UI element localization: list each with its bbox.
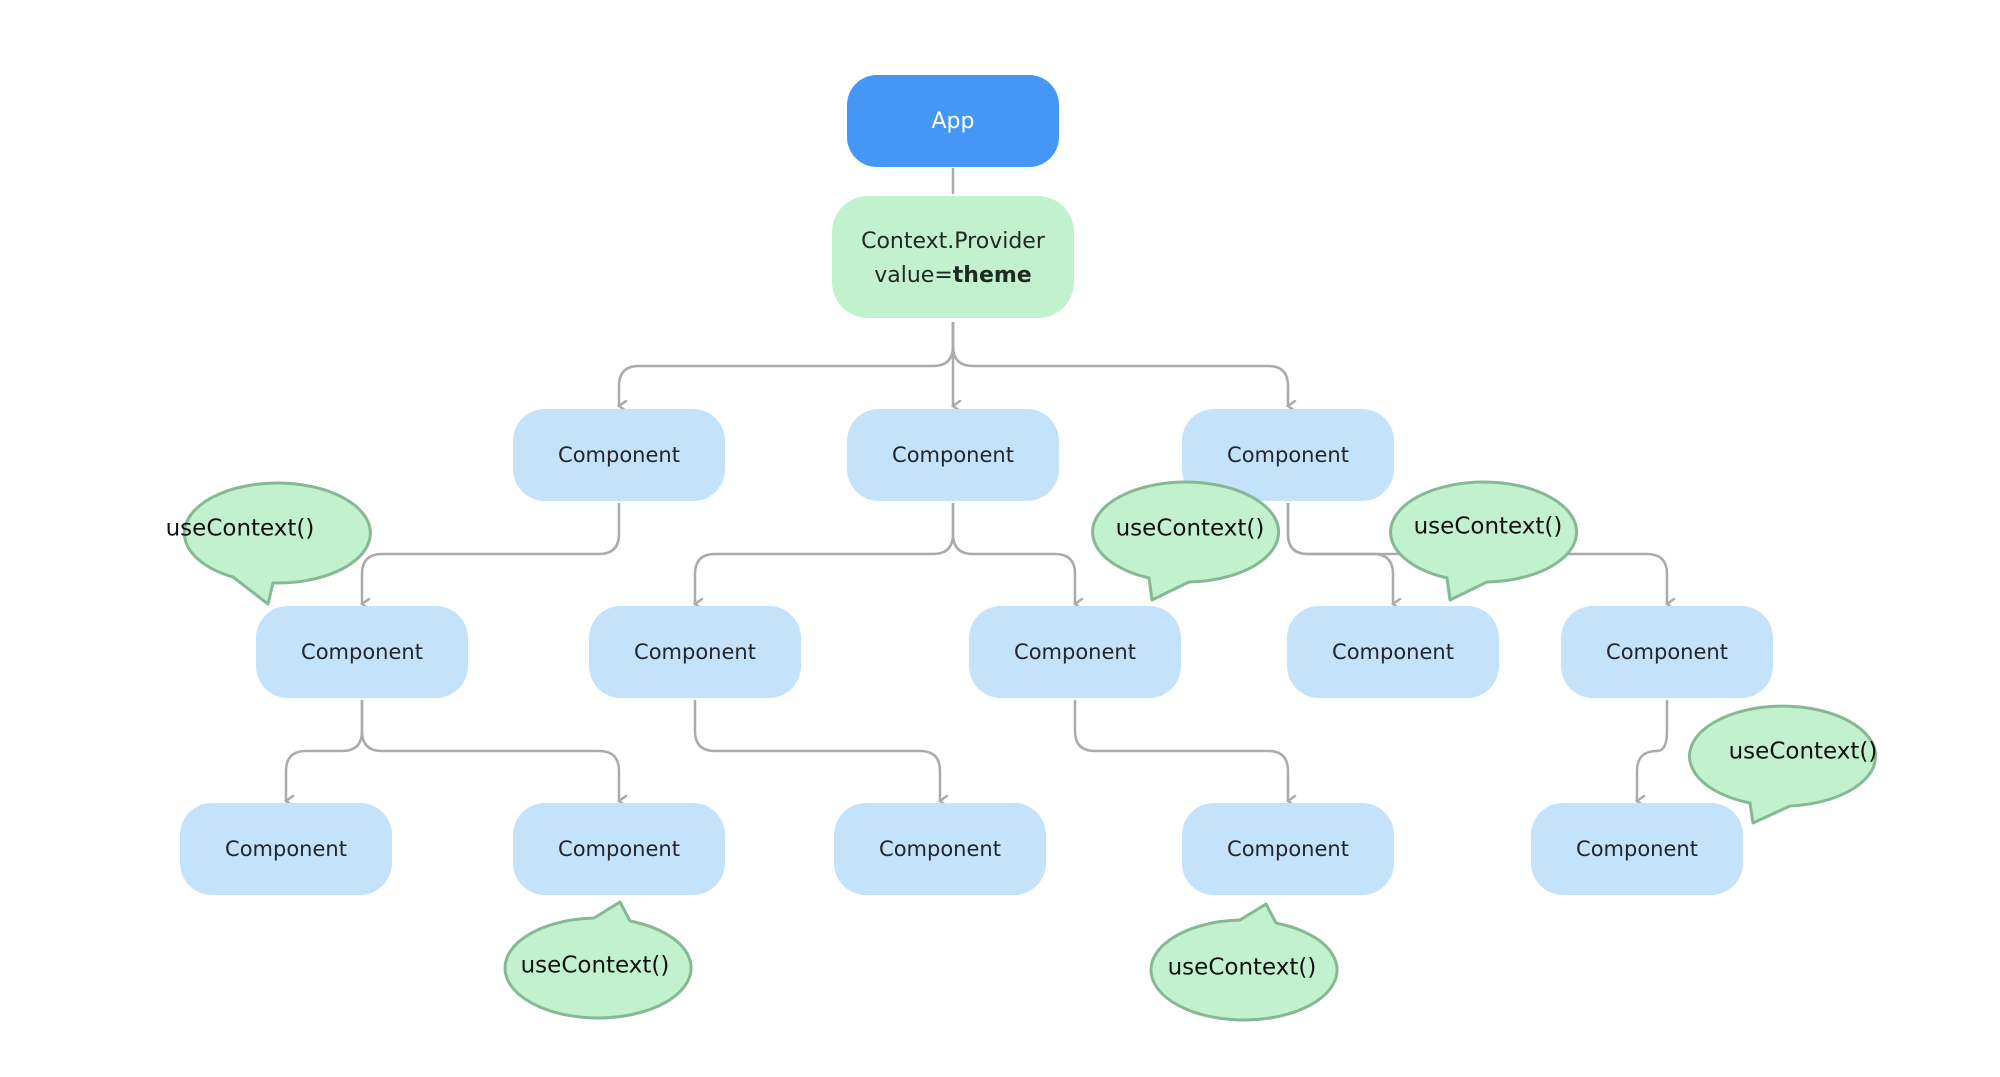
usecontext-bubble: useContext() bbox=[1688, 704, 1878, 825]
component-label: Component bbox=[1332, 640, 1454, 664]
component-node: Component bbox=[834, 803, 1046, 895]
usecontext-label: useContext() bbox=[1116, 516, 1265, 542]
component-label: Component bbox=[879, 837, 1001, 861]
usecontext-bubble: useContext() bbox=[1389, 480, 1579, 602]
edge-provider-comp-left bbox=[619, 322, 955, 406]
component-node: Component bbox=[513, 803, 725, 895]
edge-l3c-l4d bbox=[1073, 700, 1288, 801]
component-node: Component bbox=[1182, 803, 1394, 895]
usecontext-label: useContext() bbox=[1414, 514, 1563, 540]
component-label: Component bbox=[1227, 443, 1349, 467]
edges bbox=[286, 168, 1667, 801]
component-label: Component bbox=[558, 443, 680, 467]
usecontext-label: useContext() bbox=[521, 953, 670, 979]
edge-l3a-l4a bbox=[286, 700, 364, 801]
usecontext-bubble: useContext() bbox=[166, 481, 372, 606]
usecontext-label: useContext() bbox=[166, 516, 315, 542]
usecontext-bubbles: useContext() useContext() useContext() u… bbox=[166, 480, 1878, 1022]
provider-line2: value=theme bbox=[874, 263, 1031, 288]
component-node: Component bbox=[589, 606, 801, 698]
component-node: Component bbox=[256, 606, 468, 698]
provider-value-bold: theme bbox=[953, 263, 1032, 288]
component-node: Component bbox=[847, 409, 1059, 501]
edge-l2b-l3c bbox=[951, 503, 1075, 604]
component-label: Component bbox=[1014, 640, 1136, 664]
component-node: Component bbox=[1182, 409, 1394, 501]
component-node: Component bbox=[969, 606, 1181, 698]
edge-l3e-l4e bbox=[1637, 700, 1669, 801]
component-label: Component bbox=[634, 640, 756, 664]
edge-l3b-l4c bbox=[693, 700, 940, 801]
component-node: Component bbox=[1287, 606, 1499, 698]
usecontext-label: useContext() bbox=[1168, 955, 1317, 981]
component-label: Component bbox=[892, 443, 1014, 467]
edge-l2b-l3b bbox=[695, 503, 955, 604]
usecontext-bubble: useContext() bbox=[1149, 902, 1339, 1022]
component-node: Component bbox=[513, 409, 725, 501]
component-node: Component bbox=[1561, 606, 1773, 698]
usecontext-bubble: useContext() bbox=[503, 900, 693, 1020]
node-context-provider: Context.Provider value=theme bbox=[832, 196, 1074, 318]
edge-provider-comp-right bbox=[951, 322, 1288, 406]
component-label: Component bbox=[1227, 837, 1349, 861]
provider-line1: Context.Provider bbox=[861, 229, 1046, 254]
component-nodes: Component Component Component Component … bbox=[180, 409, 1773, 895]
component-label: Component bbox=[301, 640, 423, 664]
component-label: Component bbox=[558, 837, 680, 861]
edge-l3a-l4b bbox=[360, 700, 619, 801]
node-app: App bbox=[847, 75, 1059, 167]
provider-value-prefix: value= bbox=[874, 263, 953, 288]
node-app-label: App bbox=[932, 109, 975, 134]
edge-l2a-l3a bbox=[362, 503, 621, 604]
component-label: Component bbox=[1576, 837, 1698, 861]
component-label: Component bbox=[1606, 640, 1728, 664]
usecontext-bubble: useContext() bbox=[1091, 480, 1281, 602]
component-label: Component bbox=[225, 837, 347, 861]
component-node: Component bbox=[1531, 803, 1743, 895]
usecontext-label: useContext() bbox=[1729, 739, 1878, 765]
component-node: Component bbox=[180, 803, 392, 895]
